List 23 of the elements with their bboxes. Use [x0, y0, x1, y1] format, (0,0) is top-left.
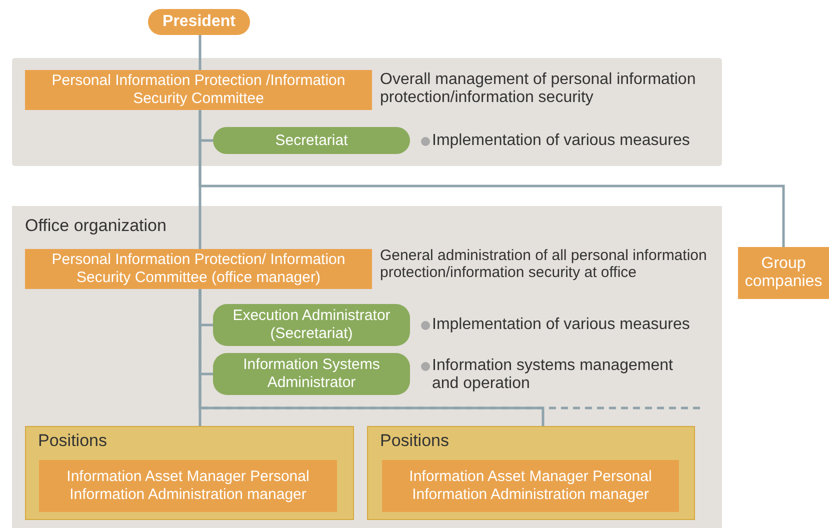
role-box: Information Asset Manager Personal Information Administration manager [39, 460, 337, 512]
description-text: Implementation of various measures [432, 132, 691, 150]
description-text: Implementation of various measures [432, 316, 691, 334]
description-text: Information systems management and operation [432, 357, 674, 393]
panel-title: Positions [380, 432, 449, 450]
role-pill: President [148, 9, 250, 35]
description-text: Overall management of personal information protection/information security [380, 71, 697, 107]
positions-panel [367, 426, 695, 520]
connector-line [198, 110, 785, 247]
committee-box: Personal Information Protection /Information Security Committee [25, 70, 372, 110]
role-pill: Secretariat [213, 127, 410, 154]
positions-panel [25, 426, 354, 520]
organization-panel [12, 206, 722, 528]
connector-line [198, 35, 202, 70]
committee-box: Personal Information Protection/ Information Security Committee (office manager) [25, 249, 372, 289]
description-text: General administration of all personal information protection/information security at office [380, 247, 708, 281]
panel-title: Office organization [25, 217, 166, 235]
role-pill: Information Systems Administrator [213, 353, 410, 395]
group-box: Group companies [738, 247, 829, 299]
panel-title: Positions [38, 432, 107, 450]
section-band [12, 58, 722, 166]
role-pill: Execution Administrator (Secretariat) [213, 304, 410, 346]
role-box: Information Asset Manager Personal Information Administration manager [382, 460, 679, 512]
